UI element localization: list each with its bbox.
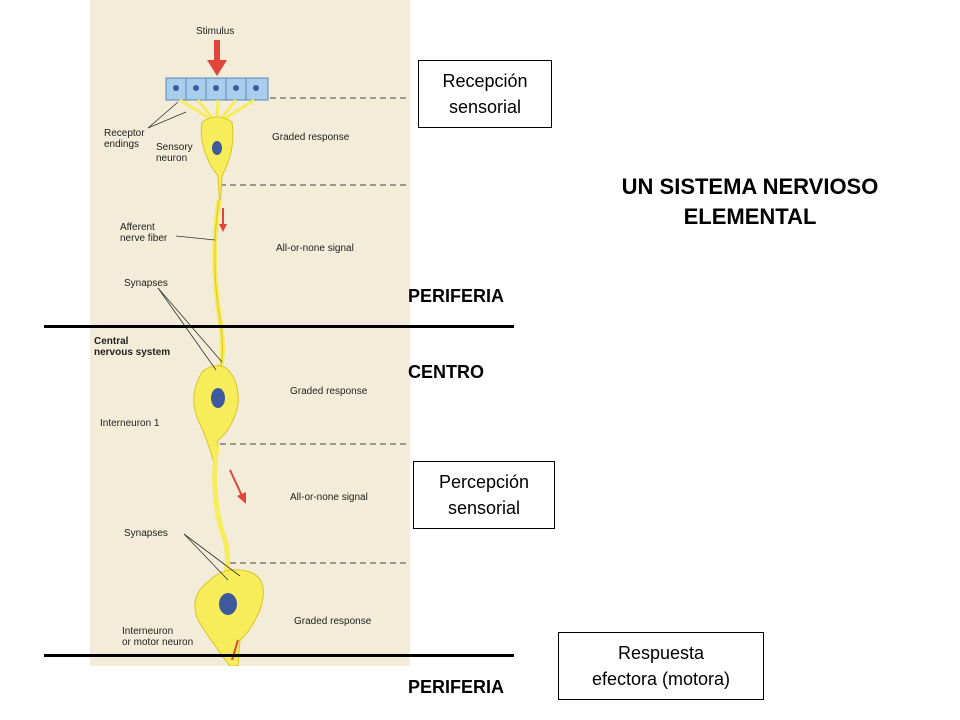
synapses-label: Synapses bbox=[124, 278, 168, 289]
graded-response-label: Graded response bbox=[272, 132, 350, 143]
afferent-fiber-label: Afferent nerve fiber bbox=[120, 222, 168, 244]
all-or-none-label: All-or-none signal bbox=[276, 243, 354, 254]
zone-periferia-bottom: PERIFERIA bbox=[408, 677, 505, 697]
interneuron-1-body bbox=[193, 365, 239, 471]
stimulus-arrow bbox=[207, 40, 227, 76]
zone-periferia-upper: PERIFERIA bbox=[408, 286, 505, 306]
boundary-line-top bbox=[44, 325, 514, 328]
signal-arrow bbox=[229, 469, 243, 497]
sensory-neuron-body bbox=[200, 116, 234, 211]
reception-box: Recepción sensorial bbox=[418, 60, 552, 128]
cns-label: Central nervous system bbox=[94, 336, 171, 358]
sensory-neuron-label: Sensory neuron bbox=[156, 142, 193, 164]
receptor-endings-label: Receptor endings bbox=[104, 128, 145, 150]
synapses-label: Synapses bbox=[124, 528, 168, 539]
nucleus bbox=[211, 388, 225, 408]
page-title: UN SISTEMA NERVIOSO ELEMENTAL bbox=[621, 174, 879, 229]
neuron-diagram bbox=[147, 40, 410, 666]
interneuron-1-label: Interneuron 1 bbox=[100, 418, 160, 429]
boundary-line-bottom bbox=[44, 654, 514, 657]
stimulus-label: Stimulus bbox=[196, 26, 235, 37]
all-or-none-label: All-or-none signal bbox=[290, 492, 368, 503]
receptor-cells bbox=[165, 77, 269, 101]
graded-response-label: Graded response bbox=[290, 386, 368, 397]
nucleus bbox=[219, 593, 237, 615]
interneuron-motor-label: Interneuron or motor neuron bbox=[122, 626, 194, 648]
neuron-figure: Stimulus Receptor endings Sensory neuron… bbox=[90, 0, 410, 666]
motor-neuron-body bbox=[194, 569, 264, 666]
nucleus bbox=[212, 141, 222, 155]
zone-centro: CENTRO bbox=[408, 362, 484, 382]
response-box: Respuesta efectora (motora) bbox=[558, 632, 764, 700]
perception-box: Percepción sensorial bbox=[413, 461, 555, 529]
graded-response-label: Graded response bbox=[294, 616, 372, 627]
